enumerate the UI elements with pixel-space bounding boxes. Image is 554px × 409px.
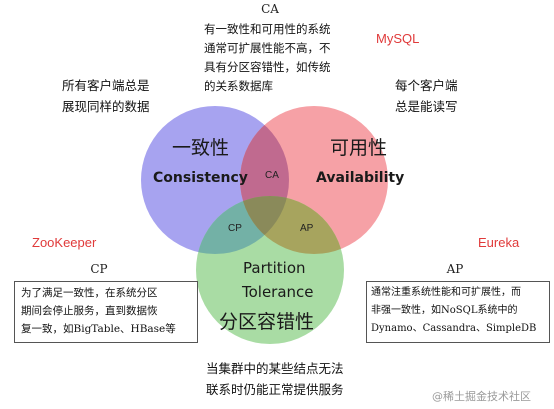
ca-box-text: 有一致性和可用性的系统 通常可扩展性能不高，不 具有分区容错性，如传统 的关系数… [204,20,354,96]
zookeeper-label: ZooKeeper [32,235,97,250]
cp-box: 为了满足一致性，在系统分区 期间会停止服务，直到数据恢 复一致，如BigTabl… [14,281,198,343]
ap-box: 通常注重系统性能和可扩展性，而 非强一致性，如NoSQL系统中的 Dynamo、… [366,281,550,343]
cp-overlap-label: CP [228,223,242,234]
cp-box-line: 为了满足一致性，在系统分区 [21,287,158,299]
consistency-label-cn: 一致性 [172,137,230,159]
partition-label-line1: Partition [243,259,306,277]
partition-label-line2: Tolerance [242,283,314,301]
availability-note: 每个客户端 总是能读写 [395,75,458,117]
consistency-note: 所有客户端总是 展现同样的数据 [62,75,150,117]
ca-box-line: 有一致性和可用性的系统 [204,22,331,36]
availability-note-line: 总是能读写 [395,99,458,114]
ap-overlap-region [240,196,344,254]
ap-box-line: 通常注重系统性能和可扩展性，而 [371,287,521,298]
consistency-note-line: 展现同样的数据 [62,99,150,114]
ca-box-line: 的关系数据库 [204,79,273,93]
ca-box-title: CA [261,2,279,16]
ca-box-line: 通常可扩展性能不高，不 [204,41,331,55]
consistency-label-en: Consistency [153,170,248,186]
partition-note-line: 当集群中的某些结点无法 [206,361,344,376]
ap-box-line: Dynamo、Cassandra、SimpleDB [371,323,537,334]
ca-box-line: 具有分区容错性，如传统 [204,60,331,74]
cp-overlap-region [196,196,289,254]
partition-note: 当集群中的某些结点无法 联系时仍能正常提供服务 [206,358,344,400]
eureka-label: Eureka [478,235,520,250]
availability-note-line: 每个客户端 [395,78,458,93]
ap-box-line: 非强一致性，如NoSQL系统中的 [371,305,518,316]
ca-overlap-label: CA [265,170,279,181]
availability-label-en: Availability [316,170,405,186]
cp-box-line: 复一致，如BigTable、HBase等 [21,323,176,335]
partition-label-cn: 分区容错性 [219,311,315,333]
partition-note-line: 联系时仍能正常提供服务 [206,382,344,397]
consistency-note-line: 所有客户端总是 [62,78,150,93]
cp-box-title: CP [90,262,108,276]
watermark: @稀土掘金技术社区 [432,390,531,403]
ap-box-title: AP [446,262,464,276]
ap-overlap-label: AP [300,223,314,234]
cp-box-line: 期间会停止服务，直到数据恢 [21,305,158,317]
mysql-label: MySQL [376,31,420,46]
availability-label-cn: 可用性 [330,137,388,159]
